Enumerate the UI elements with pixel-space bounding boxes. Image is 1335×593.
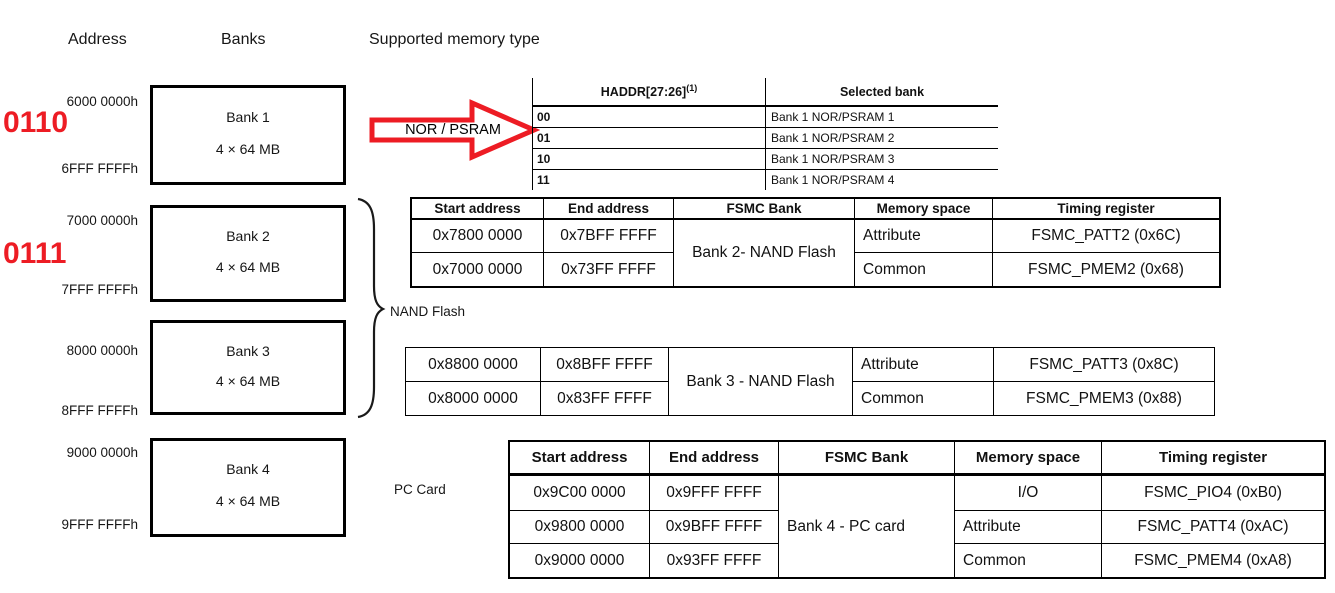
bank4-size: 4 × 64 MB [215, 493, 281, 510]
bank3-memory-space: Common [853, 382, 994, 415]
bank2-memory-space: Common [855, 253, 993, 286]
header-end-address: End address [544, 199, 674, 220]
bank4-box: Bank 4 4 × 64 MB [150, 438, 346, 537]
haddr-bits: 01 [532, 128, 766, 148]
bank2-end-address: 0x73FF FFFF [544, 253, 674, 286]
selected-bank-column-header: Selected bank [839, 84, 925, 99]
bank2-name: Bank 2 [226, 228, 270, 245]
header-memory-space: Memory space [955, 442, 1102, 476]
address-bank1-end: 6FFF FFFFh [61, 161, 139, 176]
bank2-fsmc-label: Bank 2- NAND Flash [674, 220, 855, 286]
bit-code-bank1: 0110 [3, 106, 69, 139]
nor-psram-label: NOR / PSRAM [405, 122, 501, 138]
haddr-row-10: 10 Bank 1 NOR/PSRAM 3 [532, 149, 998, 170]
bank2-start-address: 0x7800 0000 [412, 220, 544, 253]
haddr-table-header-row: HADDR[27:26](1) Selected bank [532, 78, 998, 107]
bank4-name: Bank 4 [226, 461, 270, 478]
nand-flash-brace [357, 197, 386, 419]
bank3-timing-register: FSMC_PATT3 (0x8C) [994, 348, 1214, 382]
bank3-nand-table: 0x8800 0000 0x8BFF FFFF Bank 3 - NAND Fl… [405, 347, 1215, 416]
bank3-start-address: 0x8800 0000 [406, 348, 541, 382]
address-bank3-end: 8FFF FFFFh [61, 403, 139, 418]
selected-bank: Bank 1 NOR/PSRAM 3 [771, 152, 895, 166]
header-start-address: Start address [412, 199, 544, 220]
selected-bank: Bank 1 NOR/PSRAM 4 [771, 173, 895, 187]
bank4-end-address: 0x9FFF FFFF [650, 476, 779, 511]
bank3-end-address: 0x83FF FFFF [541, 382, 669, 415]
bank4-memory-space: Attribute [955, 511, 1102, 544]
column-header-banks: Banks [221, 31, 266, 48]
bank3-size: 4 × 64 MB [215, 372, 281, 389]
bank1-size: 4 × 64 MB [215, 140, 281, 157]
bank3-timing-register: FSMC_PMEM3 (0x88) [1026, 389, 1182, 407]
bank1-box: Bank 1 4 × 64 MB [150, 85, 346, 185]
nand-flash-label: NAND Flash [390, 304, 466, 319]
header-fsmc-bank: FSMC Bank [779, 442, 955, 476]
bank4-end-address: 0x9BFF FFFF [650, 511, 779, 544]
header-start-address: Start address [510, 442, 650, 476]
bank3-memory-space: Attribute [853, 348, 994, 382]
bank4-memory-space: I/O [955, 476, 1102, 511]
bank4-timing-register: FSMC_PIO4 (0xB0) [1102, 476, 1324, 511]
bank2-memory-space: Attribute [855, 220, 993, 253]
bank4-start-address: 0x9C00 0000 [510, 476, 650, 511]
haddr-header-footnote: (1) [686, 82, 698, 93]
bank2-size: 4 × 64 MB [215, 258, 281, 275]
address-bank2-end: 7FFF FFFFh [61, 282, 139, 297]
haddr-row-00: 00 Bank 1 NOR/PSRAM 1 [532, 107, 998, 128]
haddr-column-header: HADDR[27:26](1) [532, 78, 766, 105]
selected-bank: Bank 1 NOR/PSRAM 2 [771, 131, 895, 145]
bank4-timing-register: FSMC_PATT4 (0xAC) [1102, 511, 1324, 544]
bank2-timing-register: FSMC_PMEM2 (0x68) [1028, 260, 1184, 278]
header-end-address: End address [650, 442, 779, 476]
haddr-bits: 11 [532, 170, 766, 190]
address-bank1-start: 6000 0000h [66, 94, 138, 109]
bank4-start-address: 0x9800 0000 [510, 511, 650, 544]
selected-bank: Bank 1 NOR/PSRAM 1 [771, 110, 895, 124]
haddr-bits: 10 [532, 149, 766, 169]
bank2-box: Bank 2 4 × 64 MB [150, 205, 346, 302]
address-bank4-start: 9000 0000h [66, 445, 138, 460]
column-header-memory-type: Supported memory type [369, 31, 540, 48]
bank3-start-address: 0x8000 0000 [406, 382, 541, 415]
haddr-row-11: 11 Bank 1 NOR/PSRAM 4 [532, 170, 998, 190]
header-timing-register: Timing register [1102, 442, 1324, 476]
bit-code-bank2: 0111 [3, 237, 67, 270]
bank2-timing-register: FSMC_PATT2 (0x6C) [993, 220, 1219, 253]
nor-psram-arrow-icon [369, 99, 540, 161]
bank4-fsmc-label: Bank 4 - PC card [779, 476, 955, 577]
header-fsmc-bank: FSMC Bank [674, 199, 855, 220]
bank1-name: Bank 1 [226, 108, 270, 125]
bank2-start-address: 0x7000 0000 [412, 253, 544, 286]
bank4-pccard-table: Start address End address FSMC Bank Memo… [508, 440, 1326, 579]
bank2-nand-table: Start address End address FSMC Bank Memo… [410, 197, 1221, 288]
bank3-box: Bank 3 4 × 64 MB [150, 320, 346, 415]
header-memory-space: Memory space [855, 199, 993, 220]
bank2-end-address: 0x7BFF FFFF [544, 220, 674, 253]
haddr-header-text: HADDR[27:26] [600, 84, 687, 99]
bank3-fsmc-label: Bank 3 - NAND Flash [669, 348, 853, 415]
bank3-end-address: 0x8BFF FFFF [541, 348, 669, 382]
bank4-start-address: 0x9000 0000 [510, 544, 650, 577]
column-header-address: Address [68, 31, 127, 48]
bank4-timing-register: FSMC_PMEM4 (0xA8) [1134, 551, 1292, 569]
haddr-bits: 00 [532, 107, 766, 127]
address-bank3-start: 8000 0000h [66, 343, 138, 358]
address-bank4-end: 9FFF FFFFh [61, 517, 139, 532]
haddr-row-01: 01 Bank 1 NOR/PSRAM 2 [532, 128, 998, 149]
bank3-name: Bank 3 [226, 342, 270, 359]
header-timing-register: Timing register [993, 199, 1219, 220]
haddr-selection-table: HADDR[27:26](1) Selected bank 00 Bank 1 … [532, 78, 998, 190]
bank4-end-address: 0x93FF FFFF [650, 544, 779, 577]
bank4-memory-space: Common [955, 544, 1102, 577]
pc-card-label: PC Card [394, 482, 446, 497]
address-bank2-start: 7000 0000h [66, 213, 138, 228]
